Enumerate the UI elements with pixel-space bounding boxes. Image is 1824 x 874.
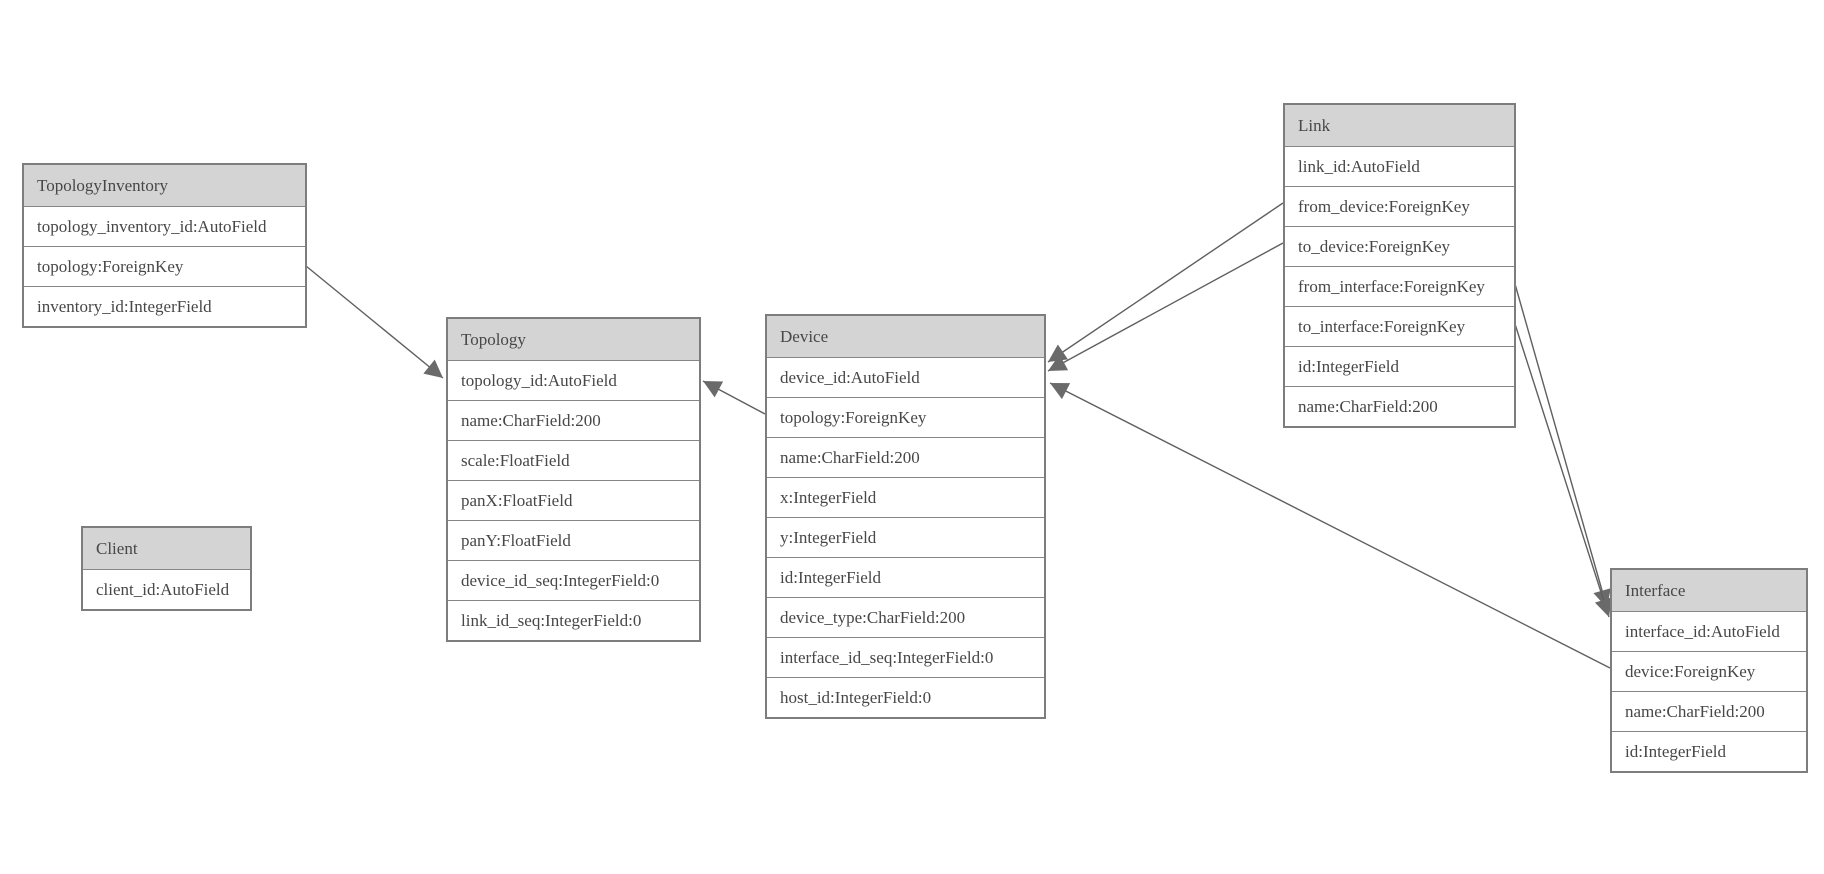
table-row: panX:FloatField	[448, 480, 699, 520]
table-interface: Interface interface_id:AutoField device:…	[1610, 568, 1808, 773]
table-row: name:CharField:200	[1285, 386, 1514, 426]
table-row: from_device:ForeignKey	[1285, 186, 1514, 226]
table-row: to_interface:ForeignKey	[1285, 306, 1514, 346]
table-row: client_id:AutoField	[83, 569, 250, 609]
table-row: id:IntegerField	[1285, 346, 1514, 386]
table-row: device_id:AutoField	[767, 357, 1044, 397]
table-device: Device device_id:AutoField topology:Fore…	[765, 314, 1046, 719]
table-row: interface_id_seq:IntegerField:0	[767, 637, 1044, 677]
table-row: y:IntegerField	[767, 517, 1044, 557]
table-row: from_interface:ForeignKey	[1285, 266, 1514, 306]
table-row: device_type:CharField:200	[767, 597, 1044, 637]
edge-link-frominterface-interface	[1514, 283, 1611, 609]
table-row: name:CharField:200	[1612, 691, 1806, 731]
edge-link-fromdevice-device	[1047, 202, 1284, 363]
table-topology: Topology topology_id:AutoField name:Char…	[446, 317, 701, 642]
table-row: id:IntegerField	[767, 557, 1044, 597]
table-row: device:ForeignKey	[1612, 651, 1806, 691]
table-row: topology_id:AutoField	[448, 360, 699, 400]
edge-link-todevice-device	[1047, 242, 1284, 372]
table-interface-header: Interface	[1612, 570, 1806, 611]
edge-topologyinventory-topology	[305, 265, 444, 379]
table-row: to_device:ForeignKey	[1285, 226, 1514, 266]
table-row: topology:ForeignKey	[767, 397, 1044, 437]
table-topology-header: Topology	[448, 319, 699, 360]
table-link-header: Link	[1285, 105, 1514, 146]
table-row: panY:FloatField	[448, 520, 699, 560]
table-topologyinventory: TopologyInventory topology_inventory_id:…	[22, 163, 307, 328]
table-row: topology:ForeignKey	[24, 246, 305, 286]
table-row: x:IntegerField	[767, 477, 1044, 517]
table-row: scale:FloatField	[448, 440, 699, 480]
table-row: name:CharField:200	[767, 437, 1044, 477]
table-topologyinventory-header: TopologyInventory	[24, 165, 305, 206]
edge-link-tointerface-interface	[1514, 323, 1613, 618]
table-device-header: Device	[767, 316, 1044, 357]
table-row: id:IntegerField	[1612, 731, 1806, 771]
table-row: link_id_seq:IntegerField:0	[448, 600, 699, 640]
edge-device-topology	[702, 380, 766, 415]
table-row: name:CharField:200	[448, 400, 699, 440]
table-link: Link link_id:AutoField from_device:Forei…	[1283, 103, 1516, 428]
table-client: Client client_id:AutoField	[81, 526, 252, 611]
table-row: topology_inventory_id:AutoField	[24, 206, 305, 246]
table-row: interface_id:AutoField	[1612, 611, 1806, 651]
table-row: host_id:IntegerField:0	[767, 677, 1044, 717]
table-row: inventory_id:IntegerField	[24, 286, 305, 326]
table-row: link_id:AutoField	[1285, 146, 1514, 186]
table-row: device_id_seq:IntegerField:0	[448, 560, 699, 600]
table-client-header: Client	[83, 528, 250, 569]
